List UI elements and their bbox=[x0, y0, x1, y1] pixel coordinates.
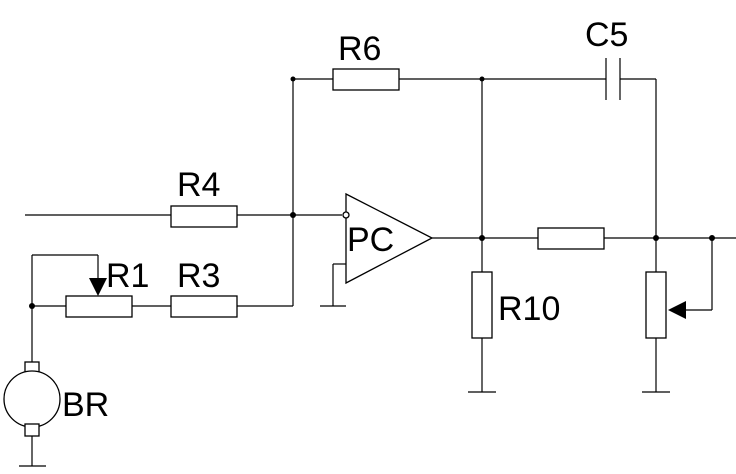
r1-label: R1 bbox=[106, 257, 149, 295]
r6-label: R6 bbox=[338, 30, 381, 68]
junction-dots bbox=[29, 76, 715, 309]
r3-resistor bbox=[170, 295, 238, 318]
r6-resistor bbox=[332, 68, 400, 91]
r10-resistor bbox=[471, 271, 493, 339]
c5-label: C5 bbox=[585, 16, 628, 54]
pc-input-marker bbox=[342, 211, 350, 219]
c5-capacitor bbox=[605, 58, 621, 100]
br-motor bbox=[3, 361, 61, 437]
output-pot-wiper-arrow bbox=[668, 301, 686, 319]
pc-opamp bbox=[345, 192, 434, 285]
br-label: BR bbox=[62, 386, 109, 424]
r4-label: R4 bbox=[177, 166, 220, 204]
r1-potentiometer bbox=[65, 295, 133, 318]
wires bbox=[19, 78, 736, 467]
pc-label: PC bbox=[347, 221, 394, 259]
r10-label: R10 bbox=[498, 290, 560, 328]
r3-label: R3 bbox=[177, 257, 220, 295]
output-resistor bbox=[537, 227, 605, 250]
r4-resistor bbox=[170, 205, 238, 228]
output-potentiometer bbox=[645, 271, 667, 339]
r1-wiper-arrow bbox=[89, 278, 107, 296]
